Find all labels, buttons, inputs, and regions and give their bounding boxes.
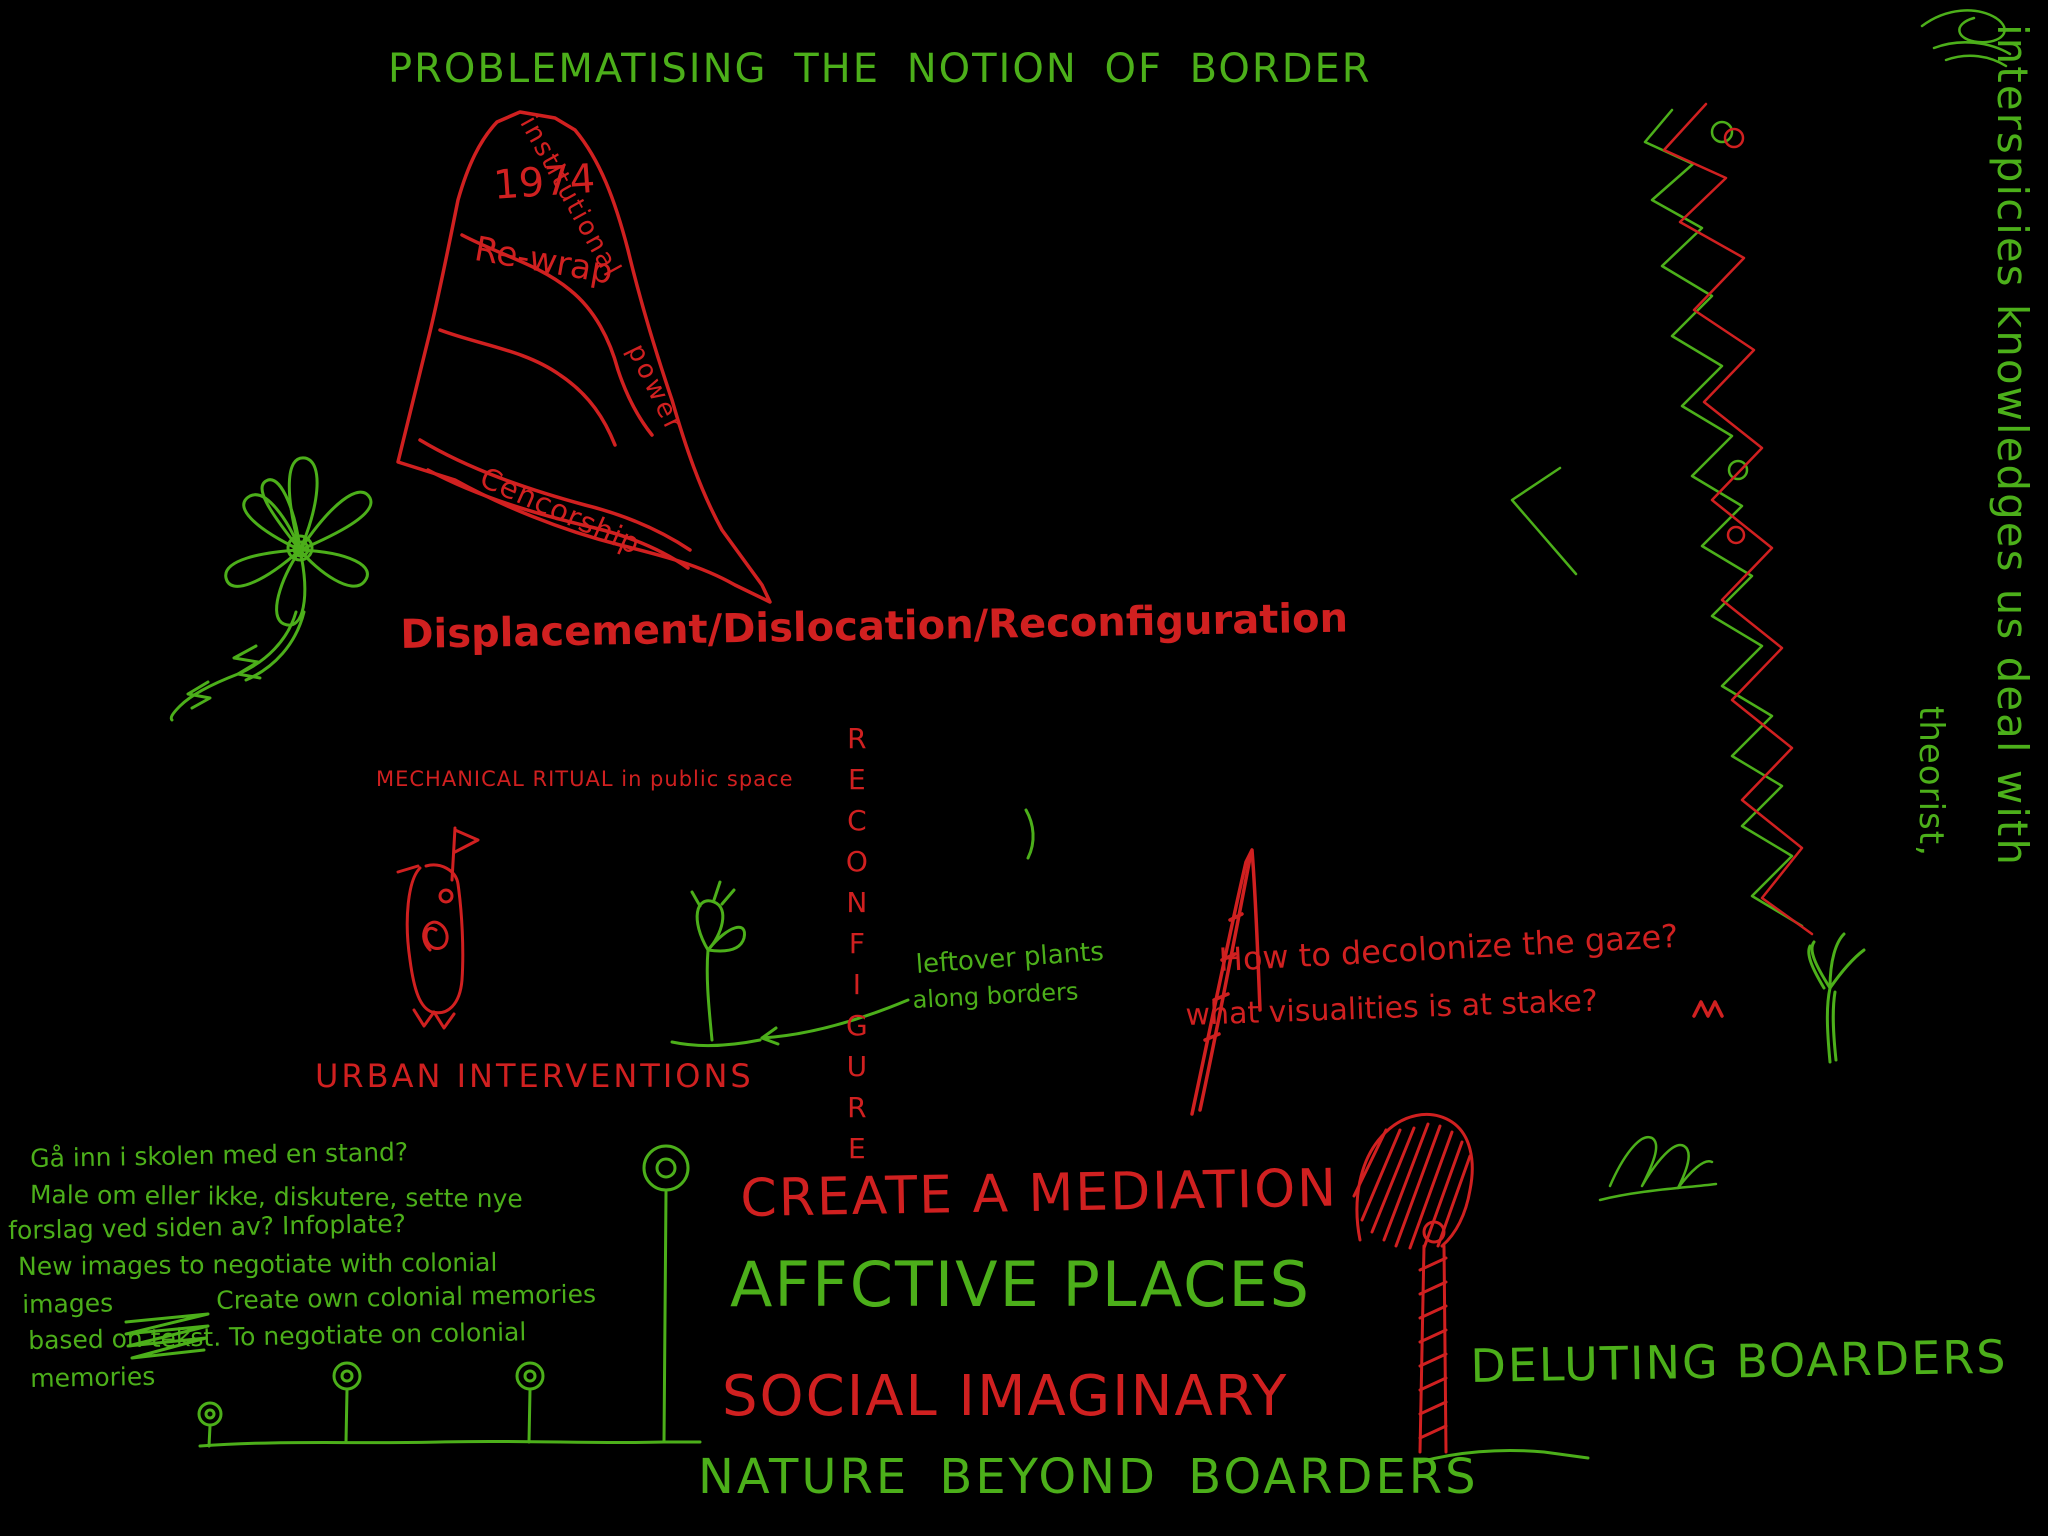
notes-line-5b: Create own colonial memories xyxy=(215,1279,597,1315)
border-scribble-green xyxy=(1510,108,1804,928)
leftover-plant-sketch xyxy=(670,880,910,1048)
deluting-boarders-heading: DELUTING BOARDERS xyxy=(1469,1329,2008,1393)
social-imaginary-heading: SOCIAL IMAGINARY xyxy=(722,1364,1289,1429)
mechanical-ritual-label: MECHANICAL RITUAL in public space xyxy=(376,767,794,791)
right-margin-theorist: theorist, xyxy=(1911,706,1951,857)
small-stroke-sketch xyxy=(1024,808,1035,860)
tulip-sketch xyxy=(1807,932,1866,1064)
notes-line-1: Gå inn i skolen med en stand? xyxy=(29,1137,409,1173)
flower-sketch xyxy=(169,456,373,722)
reconfigure-vertical-label: RECONFIGURE xyxy=(840,722,874,1173)
notes-line-2: Male om eller ikke, diskutere, sette nye xyxy=(29,1180,523,1214)
right-margin-note: interspicies knowledges us deal with xyxy=(1988,24,2037,868)
cyprus-map-sketch xyxy=(396,110,772,604)
signature-scribble-sketch xyxy=(1598,1135,1718,1202)
create-mediation-heading: CREATE A MEDIATION xyxy=(739,1158,1339,1229)
border-scribble-red xyxy=(1662,102,1814,936)
mountain-spike-sketch xyxy=(1190,848,1724,1116)
bottom-flowers-sketch xyxy=(124,1144,1590,1464)
affective-places-heading: AFFCTIVE PLACES xyxy=(730,1248,1311,1321)
nature-beyond-heading: NATURE BEYOND BOARDERS xyxy=(698,1449,1479,1505)
hatched-tree-sketch xyxy=(1352,1113,1474,1454)
corner-tangle-sketch xyxy=(1920,9,2012,68)
notes-line-5a: images xyxy=(21,1288,114,1319)
notes-line-7: memories xyxy=(29,1361,156,1393)
mechanical-ritual-sketch xyxy=(396,826,480,1030)
page-title: PROBLEMATISING THE NOTION OF BORDER xyxy=(388,46,1372,92)
urban-interventions-label: URBAN INTERVENTIONS xyxy=(315,1057,754,1095)
notes-line-4: New images to negotiate with colonial xyxy=(17,1247,498,1281)
